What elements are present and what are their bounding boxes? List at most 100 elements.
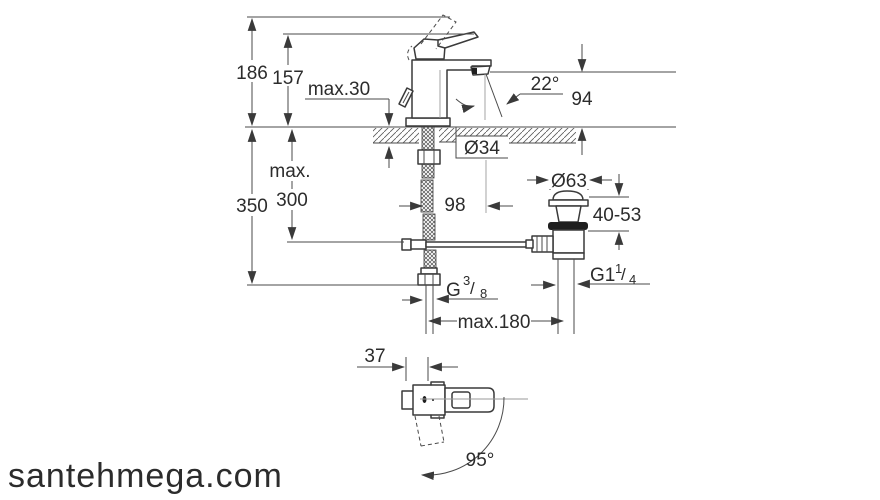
counter-hatch-left [373,128,419,143]
lever-raised-dashed [420,14,457,50]
faucet-body [411,59,492,119]
dim-text-40-53: 40-53 [593,205,642,226]
range-extension-lines [588,196,629,232]
aerator-outlet [472,68,477,74]
angle-sweep-arrow [455,98,476,114]
mounting-and-hoses [417,125,441,334]
dimension-95deg: 95° [420,396,505,481]
base-block-steps [430,381,445,419]
dim-text-300: 300 [276,190,308,211]
supply-thread-base: G [446,280,461,301]
lever-swung-dashed [414,415,445,447]
pivot-mark [422,396,427,403]
label-waste-thread: G1 1 / 4 [531,261,650,290]
supply-hose-mid [422,213,436,241]
supply-thread-sup: 3 [463,273,470,288]
hose-nut-collar [420,267,438,275]
halo-dia63 [549,170,589,189]
watermark: santehmega.com [8,457,283,495]
waste-thread-base: G1 [590,265,615,286]
faucet [398,14,503,213]
pop-up-rod [401,238,531,251]
waste-body [552,229,585,254]
halo-94 [566,87,598,109]
base-block-top-view [412,384,446,416]
handle-top-view [401,381,528,447]
dim-text-dia34: Ø34 [464,138,500,159]
lever-arm [437,31,479,49]
rear-knob-line [402,91,410,104]
dimension-157: 157 [271,34,305,127]
angle-leader-arrow [506,93,521,105]
dimension-max30: max.30 [305,79,394,168]
dim-text-max30: max.30 [308,79,370,100]
counter-hatch-mid [439,128,456,142]
dimensions-side-view: 186 157 max.30 350 [234,16,676,333]
waste-neck [555,205,582,223]
counter-bottom-line [373,141,576,144]
center-dot [432,399,434,401]
supply-thread-sub: 8 [480,286,487,301]
supply-thread-slash: / [470,279,475,298]
rod-end-fitting [401,238,412,251]
supply-hose-lower [423,249,437,269]
dim-text-max: max. [269,161,310,182]
side-view: 186 157 max.30 350 [234,14,676,334]
dimension-94: 94 [490,44,676,155]
halo-157 [271,65,305,86]
waste-o-ring [548,222,588,230]
dimension-98: 98 [399,195,513,216]
halo-186 [235,60,269,82]
dimension-max300: max. 300 [266,128,404,243]
dim-text-157: 157 [272,68,304,89]
waste-thread-sub: 4 [629,272,636,287]
dim-text-186: 186 [236,63,268,84]
lever-square-detail [451,391,471,409]
shank-lower [421,163,435,179]
rod-coupler [410,239,427,250]
mounting-nut [417,149,441,165]
dim-text-94: 94 [571,89,593,110]
lever-raised-dashed-arc [407,45,413,61]
top-view: 37 95° [357,346,528,481]
label-supply-thread: G 3 / 8 [402,273,498,305]
dim-text-98: 98 [444,195,465,216]
counter-hatch-right [509,128,576,143]
dimension-dia63: Ø63 [527,170,612,192]
dim-text-95deg: 95° [466,450,495,471]
rod-knob-knurls [536,236,548,252]
dia34-box [455,127,508,159]
dimension-37: 37 [357,346,458,381]
rod-knob-stub [525,239,534,249]
counter-section [245,126,676,144]
base-flange [405,117,451,127]
dim-text-max180: max.180 [458,312,531,333]
hose-end-pipe [425,285,434,334]
dimension-350: 350 [234,128,418,286]
halo-40-53 [591,204,644,225]
dimension-186: 186 [235,17,269,127]
dimension-22deg: 22° [506,74,563,105]
supply-hose-upper [420,179,434,213]
dim-text-350: 350 [236,196,268,217]
halo-dia34 [457,137,508,158]
dim-37-extension-lines [405,357,429,381]
dim-text-22deg: 22° [531,74,560,95]
waste-flange [548,199,589,207]
horizontal-rod [425,241,531,248]
pop-up-waste [525,190,589,334]
halo-max [266,161,315,181]
swivel-arc [420,396,505,481]
threaded-shank [421,125,435,151]
dim-text-dia63: Ø63 [551,171,587,192]
dimension-40-53: 40-53 [588,174,644,250]
halo-350 [234,194,270,216]
dim-text-37: 37 [364,346,385,367]
halo-300 [272,189,312,210]
dimension-dia34: Ø34 [455,127,508,159]
hose-connection-nut [417,273,441,286]
water-stream-line [485,73,503,118]
waste-tailpipe [557,259,575,334]
